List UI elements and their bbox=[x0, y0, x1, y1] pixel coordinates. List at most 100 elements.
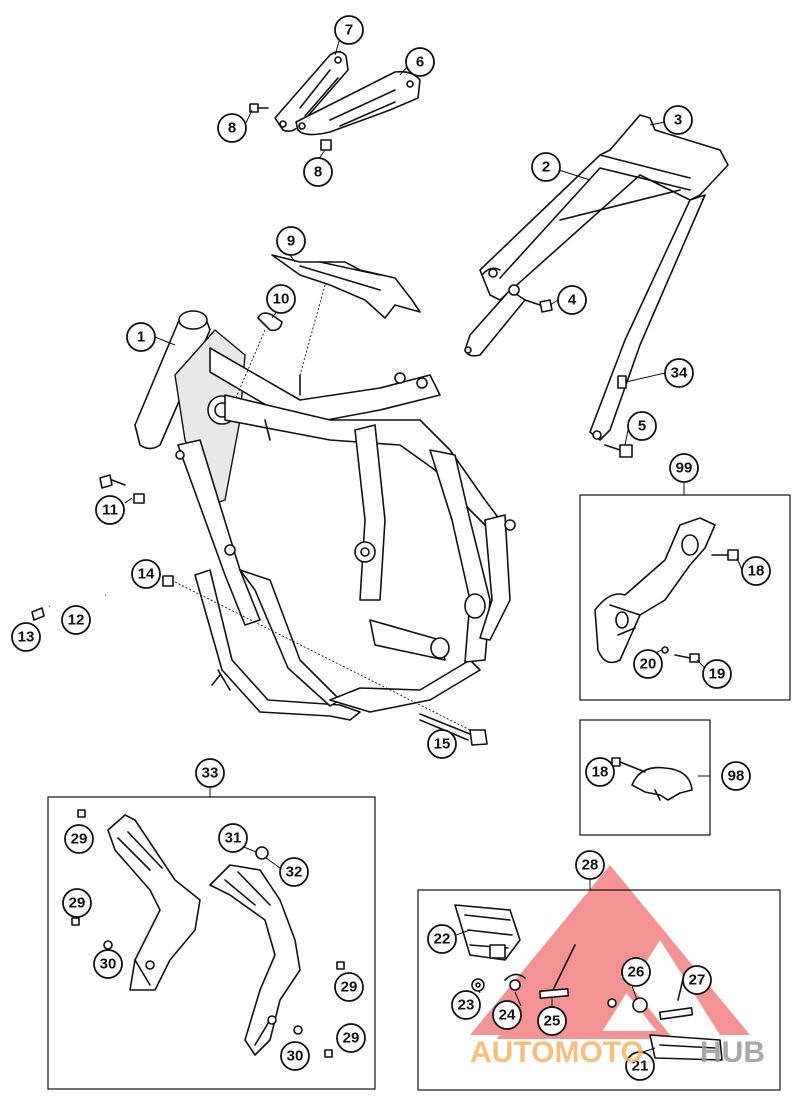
svg-text:30: 30 bbox=[287, 1048, 304, 1065]
callout-29d: 29 bbox=[336, 1023, 366, 1053]
svg-text:19: 19 bbox=[709, 666, 726, 683]
callout-8b: 8 bbox=[303, 157, 333, 187]
subframe bbox=[464, 114, 729, 441]
svg-text:7: 7 bbox=[345, 22, 353, 39]
svg-text:1: 1 bbox=[137, 329, 145, 346]
callout-25: 25 bbox=[537, 1006, 567, 1036]
callout-20: 20 bbox=[633, 649, 663, 679]
svg-text:30: 30 bbox=[100, 956, 117, 973]
circlip-31 bbox=[255, 846, 269, 860]
svg-text:29: 29 bbox=[341, 979, 358, 996]
svg-text:9: 9 bbox=[287, 233, 295, 250]
callout-11: 11 bbox=[95, 495, 125, 525]
callout-8a: 8 bbox=[217, 113, 247, 143]
washers-30 bbox=[103, 940, 303, 1035]
bolt-18-lower bbox=[611, 757, 646, 773]
callout-3: 3 bbox=[663, 105, 693, 135]
engine-bracket-left bbox=[274, 50, 349, 132]
callout-34: 34 bbox=[664, 358, 694, 388]
box-99 bbox=[579, 494, 791, 701]
bolt-8a bbox=[249, 103, 269, 113]
callout-29b: 29 bbox=[62, 888, 92, 918]
callout-26: 26 bbox=[621, 957, 651, 987]
svg-text:23: 23 bbox=[458, 997, 475, 1014]
callout-1: 1 bbox=[126, 322, 156, 352]
part-98-plate bbox=[631, 766, 693, 801]
svg-text:8: 8 bbox=[314, 164, 322, 181]
svg-text:29: 29 bbox=[71, 831, 88, 848]
bolt-5 bbox=[604, 444, 633, 458]
footpeg-21 bbox=[649, 1034, 723, 1061]
svg-text:AUTOMOTO: AUTOMOTO bbox=[470, 1036, 644, 1069]
engine-bracket-right bbox=[295, 70, 421, 136]
callout-21: 21 bbox=[625, 1051, 655, 1081]
svg-text:15: 15 bbox=[434, 736, 451, 753]
svg-text:11: 11 bbox=[102, 502, 118, 519]
svg-text:25: 25 bbox=[544, 1013, 561, 1030]
callout-19: 19 bbox=[702, 659, 732, 689]
callout-29a: 29 bbox=[64, 824, 94, 854]
svg-text:33: 33 bbox=[202, 765, 219, 782]
footpeg-22 bbox=[454, 904, 521, 961]
bolt-18-upper bbox=[711, 549, 739, 561]
svg-text:32: 32 bbox=[286, 864, 303, 881]
hose-12 bbox=[49, 592, 106, 608]
callout-24: 24 bbox=[492, 1000, 522, 1030]
svg-text:12: 12 bbox=[68, 612, 85, 629]
svg-text:34: 34 bbox=[671, 365, 688, 382]
bolt-14 bbox=[162, 575, 174, 587]
callout-9: 9 bbox=[276, 226, 306, 256]
callout-10: 10 bbox=[266, 284, 296, 314]
svg-text:13: 13 bbox=[18, 629, 35, 646]
main-frame bbox=[134, 310, 516, 721]
svg-text:21: 21 bbox=[632, 1058, 649, 1075]
frame-guard-left bbox=[107, 814, 201, 991]
callout-99: 99 bbox=[669, 453, 699, 483]
svg-text:8: 8 bbox=[228, 120, 236, 137]
svg-text:18: 18 bbox=[592, 764, 609, 781]
screws-29 bbox=[71, 809, 345, 1058]
callout-32: 32 bbox=[279, 857, 309, 887]
svg-text:6: 6 bbox=[416, 54, 424, 71]
part-99-stand bbox=[594, 517, 716, 664]
axle-bolt-15 bbox=[419, 713, 488, 746]
svg-text:29: 29 bbox=[69, 895, 86, 912]
callout-2: 2 bbox=[531, 152, 561, 182]
watermark-text: AUTOMOTO HUB bbox=[470, 1036, 765, 1069]
callout-12: 12 bbox=[61, 605, 91, 635]
bolt-19 bbox=[661, 646, 700, 663]
callout-13: 13 bbox=[11, 622, 41, 652]
spacer-34 bbox=[617, 375, 627, 389]
callout-18-lower: 18 bbox=[585, 757, 615, 787]
part-9-cover bbox=[271, 254, 421, 319]
svg-text:20: 20 bbox=[640, 656, 657, 673]
svg-text:27: 27 bbox=[689, 972, 706, 989]
callout-27: 27 bbox=[682, 965, 712, 995]
svg-text:22: 22 bbox=[434, 931, 451, 948]
callout-18-upper: 18 bbox=[741, 556, 771, 586]
svg-text:5: 5 bbox=[638, 418, 646, 435]
box-28 bbox=[417, 889, 781, 1091]
box-98 bbox=[579, 719, 711, 836]
callout-98: 98 bbox=[721, 761, 751, 791]
callout-33: 33 bbox=[195, 758, 225, 788]
bolt-11 bbox=[99, 474, 145, 504]
pin-parts bbox=[471, 944, 694, 1020]
svg-text:18: 18 bbox=[748, 563, 765, 580]
frame-guard-right bbox=[209, 864, 301, 1056]
callout-28: 28 bbox=[575, 850, 605, 880]
svg-text:31: 31 bbox=[225, 830, 242, 847]
callout-22: 22 bbox=[427, 924, 457, 954]
clamp-10 bbox=[257, 312, 283, 332]
callout-4: 4 bbox=[557, 285, 587, 315]
svg-text:99: 99 bbox=[676, 460, 693, 477]
callout-7: 7 bbox=[334, 15, 364, 45]
callout-30a: 30 bbox=[93, 949, 123, 979]
callout-15: 15 bbox=[427, 729, 457, 759]
callout-31: 31 bbox=[218, 823, 248, 853]
svg-text:24: 24 bbox=[499, 1007, 516, 1024]
svg-text:14: 14 bbox=[138, 566, 155, 583]
box-33 bbox=[47, 796, 376, 1090]
callout-23: 23 bbox=[451, 990, 481, 1020]
